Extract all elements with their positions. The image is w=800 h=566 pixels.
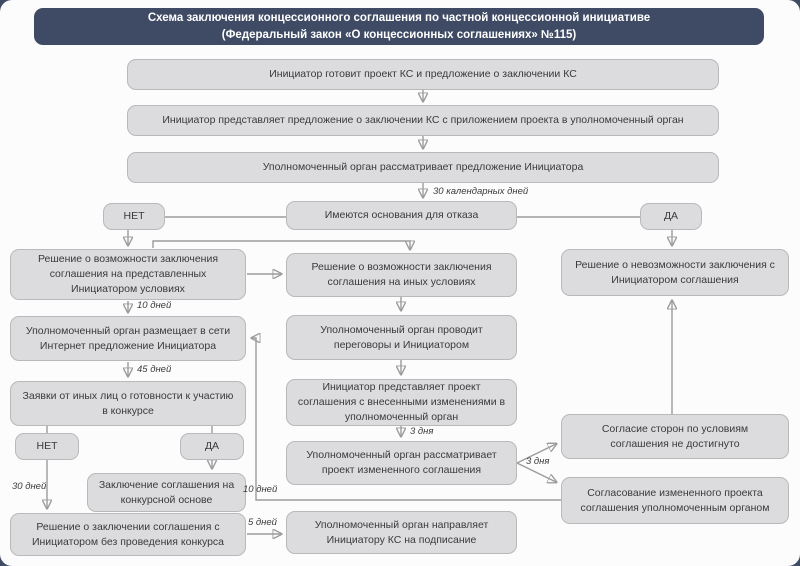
node-authority-reviews: Уполномоченный орган рассматривает предл… <box>127 152 719 183</box>
node-review-revised-draft: Уполномоченный орган рассматривает проек… <box>286 441 517 485</box>
node-no-consensus: Согласие сторон по условиям соглашения н… <box>561 414 789 459</box>
node-yes-branch: ДА <box>640 203 702 230</box>
diagram-title: Схема заключения концессионного соглашен… <box>34 8 764 45</box>
node-initiator-submits: Инициатор представляет предложение о зак… <box>127 105 719 136</box>
node-initiator-prepares: Инициатор готовит проект КС и предложени… <box>127 59 719 90</box>
node-decision-other-terms: Решение о возможности заключения соглаше… <box>286 253 517 297</box>
node-decision-presented-terms: Решение о возможности заключения соглаше… <box>10 249 246 300</box>
label-45-days: 45 дней <box>137 364 172 375</box>
node-third-party-applications: Заявки от иных лиц о готовности к участи… <box>10 381 246 426</box>
node-tender-agreement: Заключение соглашения на конкурсной осно… <box>87 473 246 512</box>
node-impossible-agreement: Решение о невозможности заключения с Ини… <box>561 249 789 296</box>
label-3-days-mid: 3 дня <box>410 426 434 437</box>
label-10-days-right: 10 дней <box>243 484 278 495</box>
node-agreement-without-tender: Решение о заключении соглашения с Инициа… <box>10 513 246 556</box>
node-grounds-for-refusal: Имеются основания для отказа <box>286 201 517 230</box>
node-approved-revised-draft: Согласование измененного проекта соглаше… <box>561 477 789 524</box>
label-30-days: 30 дней <box>12 481 47 492</box>
node-no-applications: НЕТ <box>15 433 79 460</box>
diagram-title-line2: (Федеральный закон «О концессионных согл… <box>221 28 577 41</box>
node-yes-applications: ДА <box>180 433 244 460</box>
node-revised-draft: Инициатор представляет проект соглашения… <box>286 379 517 426</box>
diagram-title-line1: Схема заключения концессионного соглашен… <box>147 11 651 24</box>
node-publish-internet: Уполномоченный орган размещает в сети Ин… <box>10 316 246 361</box>
label-10-days-left: 10 дней <box>137 300 172 311</box>
label-3-days-right: 3 дня <box>526 456 550 467</box>
label-30-calendar-days: 30 календарных дней <box>433 186 529 197</box>
label-5-days: 5 дней <box>248 517 277 528</box>
node-send-for-signing: Уполномоченный орган направляет Инициато… <box>286 511 517 554</box>
node-negotiations: Уполномоченный орган проводит переговоры… <box>286 315 517 360</box>
connector-top-decision-other <box>152 240 410 249</box>
node-no-branch: НЕТ <box>103 203 165 230</box>
